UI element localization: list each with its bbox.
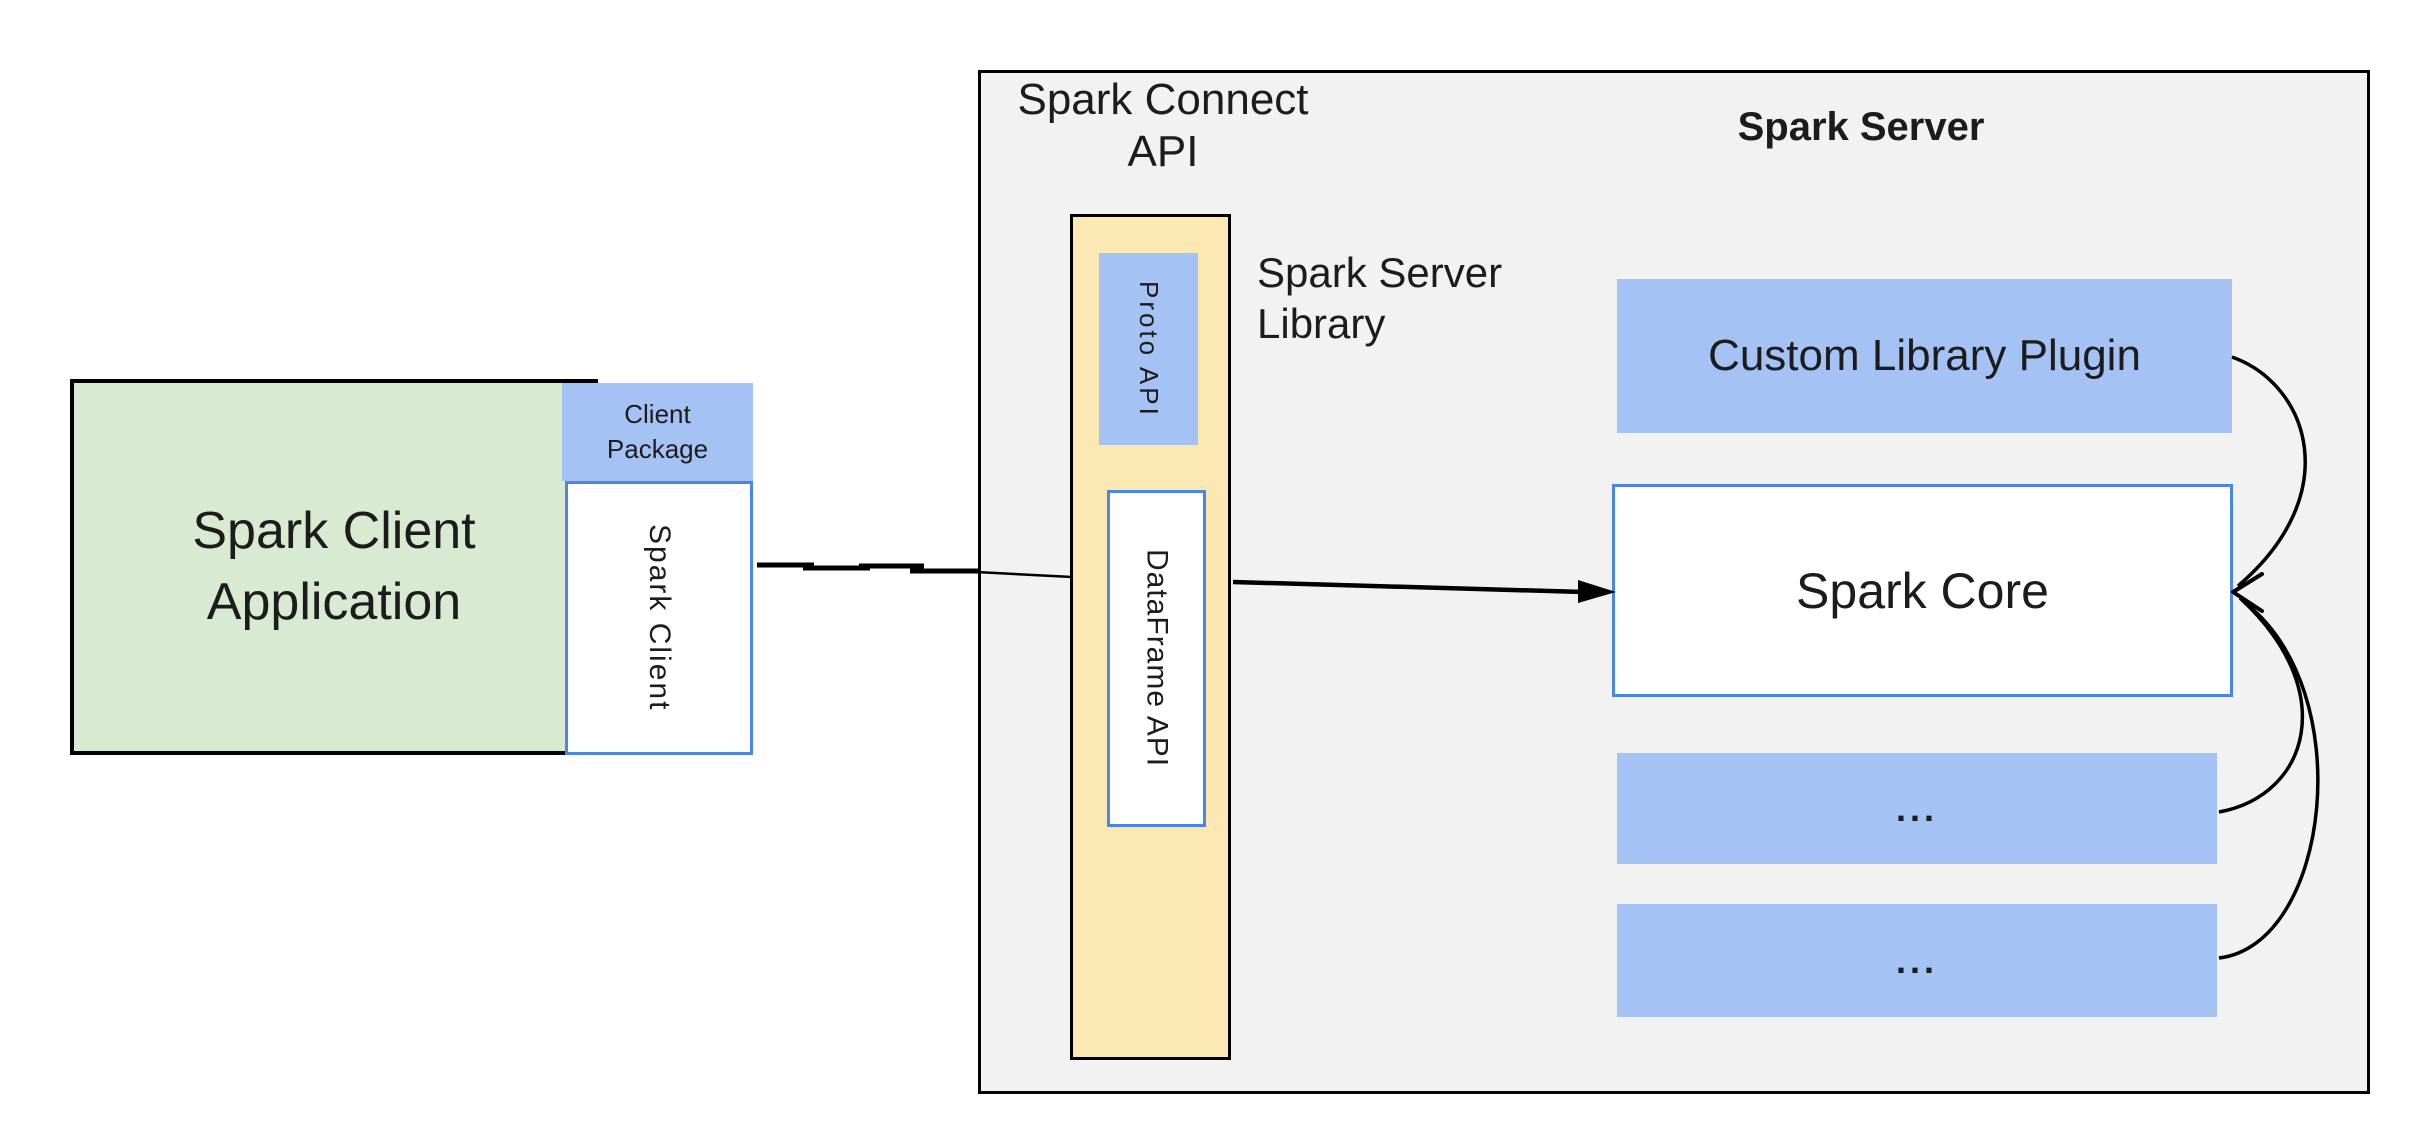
spark-core-box: Spark Core — [1612, 484, 2233, 697]
client-package-box: Client Package — [562, 383, 753, 481]
spark-client-application-label-line1: Spark Client — [192, 502, 476, 560]
spark-server-library-label-line1: Spark Server — [1257, 249, 1503, 296]
plugin-ellipsis-label-1: ... — [1895, 787, 1938, 829]
proto-api-box: Proto API — [1099, 253, 1198, 445]
plugin-ellipsis-label-2: ... — [1895, 939, 1938, 981]
spark-core-label: Spark Core — [1796, 562, 2049, 619]
proto-api-label: Proto API — [1134, 280, 1164, 418]
spark-server-library-label: Spark Server Library — [1257, 247, 1657, 349]
dataframe-api-label: DataFrame API — [1140, 549, 1174, 768]
spark-client-application-box — [70, 379, 598, 755]
spark-server-library-label-line2: Library — [1257, 300, 1386, 347]
spark-server-title: Spark Server — [1737, 105, 1985, 149]
plugin-ellipsis-box-2: ... — [1617, 904, 2217, 1017]
custom-library-plugin-label: Custom Library Plugin — [1708, 331, 2141, 380]
spark-client-application-label: Spark Client Application — [70, 379, 598, 755]
spark-connect-api-title: Spark Connect API — [968, 74, 1358, 178]
client-package-label-line1: Client — [624, 399, 691, 429]
custom-library-plugin-box: Custom Library Plugin — [1617, 279, 2232, 433]
client-package-label-line2: Package — [606, 434, 709, 464]
plugin-ellipsis-box-1: ... — [1617, 753, 2217, 864]
dataframe-api-box: DataFrame API — [1107, 490, 1206, 827]
spark-client-box: Spark Client — [565, 481, 753, 755]
spark-connect-api-title-line1: Spark Connect — [1017, 75, 1309, 124]
spark-client-label: Spark Client — [643, 524, 676, 712]
spark-connect-api-title-line2: API — [1127, 127, 1199, 176]
spark-client-application-label-line2: Application — [206, 573, 462, 631]
